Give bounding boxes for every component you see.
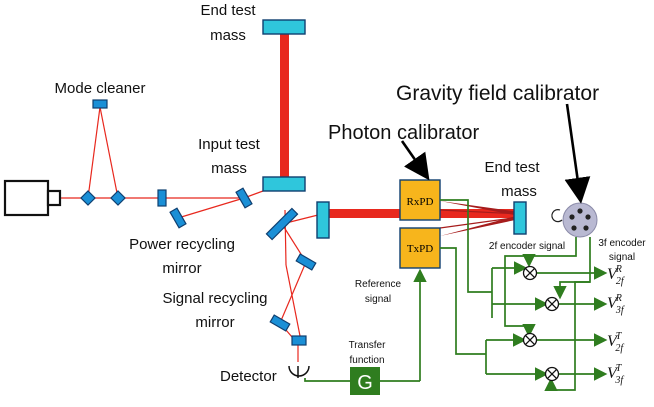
power-recycling-mirror: [169, 207, 187, 229]
encoder-3f-label-1: 3f encoder: [598, 238, 646, 249]
detector-mirror: [291, 335, 307, 346]
power-recycling-label-1: Power recycling: [129, 236, 235, 253]
steering-mirror-1: [157, 189, 167, 207]
mixer-3f-t: [544, 366, 560, 382]
mode-cleaner-top-mirror: [92, 99, 108, 109]
end-test-mass-right-label-2: mass: [501, 183, 537, 200]
mixer-3f-r: [544, 296, 560, 312]
input-test-mass-label-1: Input test: [198, 136, 261, 153]
signal-lines: [304, 199, 608, 392]
g-block: [350, 367, 380, 395]
steering-mirror-2: [235, 187, 253, 209]
mode-cleaner-right-mirror: [110, 190, 126, 206]
mode-cleaner-label: Mode cleaner: [55, 80, 146, 97]
photon-calibrator-arrow: [400, 140, 430, 181]
mirrors: [80, 99, 317, 346]
gravity-calibrator-arrow: [564, 103, 591, 204]
power-recycling-label-2: mirror: [162, 260, 201, 277]
encoder-3f-label-2: signal: [609, 252, 635, 263]
detector-icon: [288, 365, 310, 378]
mixers: [522, 265, 560, 382]
beam-splitter: [265, 207, 299, 241]
gravity-rotor: [551, 202, 598, 238]
reference-signal-label-1: Reference: [355, 279, 402, 290]
end-test-mass-top: [262, 19, 306, 35]
transfer-function-label-2: function: [349, 355, 384, 366]
signal-recycling-label-2: mirror: [195, 314, 234, 331]
laser-source: [3, 179, 62, 217]
signal-recycling-mirror: [269, 314, 291, 332]
signal-recycling-mirror-top: [295, 253, 317, 271]
mode-cleaner-left-mirror: [80, 190, 96, 206]
gravity-field-calibrator-label: Gravity field calibrator: [396, 82, 599, 105]
reference-signal-label-2: signal: [365, 294, 391, 305]
mixer-2f-r: [522, 265, 538, 281]
txpd-box: [399, 227, 441, 269]
detector-label: Detector: [220, 368, 277, 385]
end-test-mass-top-label-2: mass: [210, 27, 246, 44]
input-test-mass: [262, 176, 306, 192]
end-test-mass-top-label-1: End test: [200, 2, 256, 19]
input-test-mass-label-2: mass: [211, 160, 247, 177]
rotation-arrow-icon: [551, 209, 563, 223]
mixer-2f-t: [522, 332, 538, 348]
input-test-mass-right: [316, 201, 330, 239]
g-block-label: G: [357, 372, 373, 394]
photon-calibrator-label: Photon calibrator: [328, 122, 480, 144]
rxpd-label: RxPD: [407, 196, 434, 208]
transfer-function-label-1: Transfer: [349, 340, 387, 351]
signal-recycling-label-1: Signal recycling: [162, 290, 267, 307]
rxpd-beam: [440, 201, 520, 216]
thin-beams: [58, 106, 323, 362]
end-test-mass-right-label-1: End test: [484, 159, 540, 176]
end-test-mass-right: [513, 201, 527, 235]
txpd-label: TxPD: [407, 243, 433, 255]
encoder-2f-label: 2f encoder signal: [489, 241, 565, 252]
vertical-arm-beam: [280, 30, 289, 180]
